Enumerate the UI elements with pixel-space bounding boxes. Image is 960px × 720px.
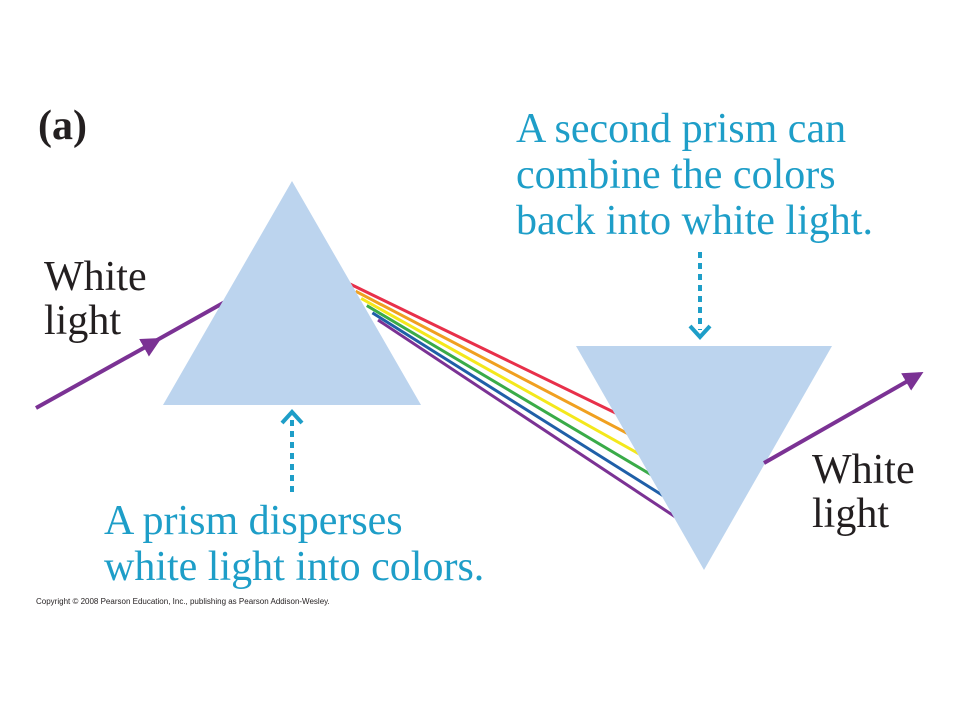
spectrum-ray [371,311,671,502]
incoming-light-label: White light [44,255,147,343]
outgoing-light-label-line: White [812,447,915,493]
recombining-prism [576,346,832,570]
spectrum-ray [354,289,641,442]
spectrum-ray [366,304,661,482]
incoming-light-label-line: light [44,298,122,345]
spectrum-ray [349,282,631,422]
panel-label: (a) [38,103,87,149]
outgoing-light-ray [763,372,924,465]
dispersing-prism [163,181,421,405]
copyright-notice: Copyright © 2008 Pearson Education, Inc.… [36,597,330,606]
spectrum-ray [377,318,681,522]
second-prism-caption: A second prism can combine the colors ba… [516,106,873,245]
outgoing-light-label: White light [812,448,915,536]
caption-line: combine the colors [516,152,836,199]
caption-line: A second prism can [516,106,847,152]
spectrum-ray [360,297,651,462]
second-prism-pointer [688,252,712,340]
outgoing-light-label-line: light [812,491,890,538]
caption-line: back into white light. [516,198,873,245]
incoming-light-ray-to-prism [149,296,233,346]
dispersed-spectrum [349,282,681,522]
incoming-light-ray [35,338,162,410]
first-prism-pointer [280,409,304,492]
caption-line: white light into colors. [104,544,485,591]
first-prism-caption: A prism disperses white light into color… [104,498,484,590]
caption-line: A prism disperses [104,498,403,544]
incoming-light-label-line: White [44,254,147,300]
